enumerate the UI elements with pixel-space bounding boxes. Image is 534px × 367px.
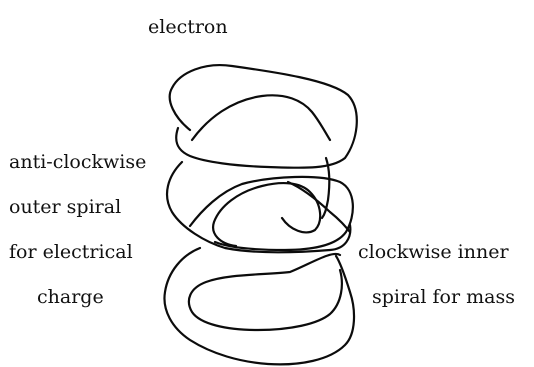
spiral-middle-loop <box>188 175 354 252</box>
spiral-lower-left-strand <box>163 246 356 366</box>
inner-spiral-label-line-2: spiral for mass <box>372 286 515 308</box>
spiral-middle-cross-stroke <box>286 180 352 234</box>
outer-spiral-label-line-2: outer spiral <box>9 196 122 218</box>
electron-title: electron <box>148 16 228 38</box>
inner-spiral-label-line-1: clockwise inner <box>358 241 509 263</box>
spiral-outer-left-strand <box>165 160 352 254</box>
outer-spiral-label-line-1: anti-clockwise <box>9 151 147 173</box>
spiral-top-loop <box>168 64 358 169</box>
spiral-middle-inner-loop <box>212 181 322 248</box>
spiral-right-vertical-strand <box>320 156 331 220</box>
outer-spiral-label-line-3: for electrical <box>9 241 133 263</box>
outer-spiral-label-line-4: charge <box>37 286 104 308</box>
spiral-top-inner-stroke <box>190 94 332 142</box>
spiral-bottom-inner-loop <box>187 252 343 332</box>
